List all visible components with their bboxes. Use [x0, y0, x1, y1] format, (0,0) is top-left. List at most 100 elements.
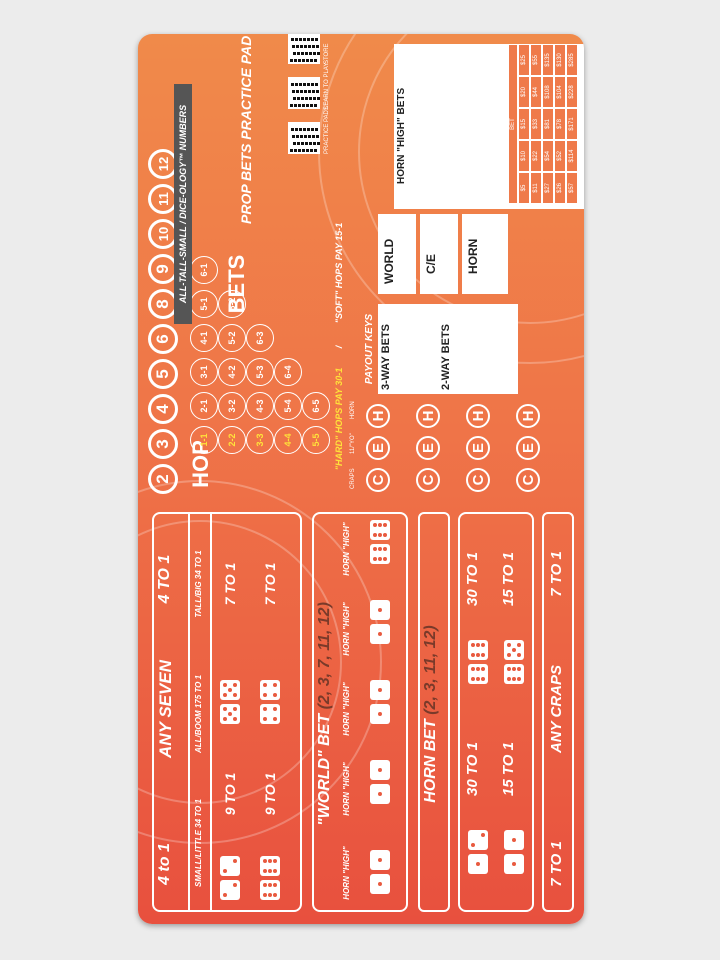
pip — [223, 869, 227, 873]
small-little-label: SMALL/LITTLE 34 TO 1 — [194, 799, 203, 887]
ceh-h-2[interactable]: H — [416, 404, 440, 428]
number-ring-5[interactable]: 5 — [148, 359, 178, 389]
ceh-h-1[interactable]: H — [366, 404, 390, 428]
table-cell: $57 — [566, 172, 578, 204]
table-cell: $81 — [542, 108, 554, 140]
fifteen-to-one-b: 15 TO 1 — [500, 552, 517, 606]
number-ring-6[interactable]: 6 — [148, 324, 178, 354]
hop-bet-6-1[interactable]: 6-1 — [190, 256, 218, 284]
die-face-6 — [370, 544, 390, 564]
table-cell: $11 — [530, 172, 542, 204]
horn-high-title: HORN "HIGH" BETS — [396, 87, 407, 184]
ceh-c-1[interactable]: C — [366, 468, 390, 492]
number-ring-4[interactable]: 4 — [148, 394, 178, 424]
pip — [268, 883, 272, 887]
qr-label: LEARN TO PLAY — [324, 62, 330, 109]
ceh-label-yo: 11/"YO" — [350, 433, 356, 454]
hop-bet-6-3[interactable]: 6-3 — [246, 324, 274, 352]
ce-title: C/E — [424, 253, 438, 274]
pip — [378, 547, 382, 551]
hop-bet-5-4[interactable]: 5-4 — [274, 392, 302, 420]
pip — [263, 869, 267, 873]
table-cell: $44 — [530, 76, 542, 108]
ceh-e-3[interactable]: E — [466, 436, 490, 460]
pip — [476, 677, 480, 681]
pip — [476, 653, 480, 657]
hop-bet-4-2[interactable]: 4-2 — [218, 358, 246, 386]
pip — [383, 557, 387, 561]
hop-bet-3-1[interactable]: 3-1 — [190, 358, 218, 386]
table-cell: $104 — [554, 76, 566, 108]
pip — [512, 648, 516, 652]
pip — [273, 883, 277, 887]
number-ring-2[interactable]: 2 — [148, 464, 178, 494]
pip — [273, 683, 277, 687]
pip — [378, 557, 382, 561]
die-face-1 — [504, 830, 524, 850]
pip — [263, 717, 267, 721]
qr-code[interactable] — [288, 122, 320, 154]
pip — [512, 838, 516, 842]
hop-bet-4-4[interactable]: 4-4 — [274, 426, 302, 454]
hop-bet-2-1[interactable]: 2-1 — [190, 392, 218, 420]
ceh-c-3[interactable]: C — [466, 468, 490, 492]
pip — [471, 843, 475, 847]
pip — [378, 712, 382, 716]
pip — [233, 683, 237, 687]
hop-bet-3-2[interactable]: 3-2 — [218, 392, 246, 420]
ceh-e-2[interactable]: E — [416, 436, 440, 460]
die-face-6 — [468, 640, 488, 660]
hop-bet-5-2[interactable]: 5-2 — [218, 324, 246, 352]
ceh-c-2[interactable]: C — [416, 468, 440, 492]
ceh-e-1[interactable]: E — [366, 436, 390, 460]
hop-bet-2-2[interactable]: 2-2 — [218, 426, 246, 454]
hop-bet-6-4[interactable]: 6-4 — [274, 358, 302, 386]
hop-bet-5-1[interactable]: 5-1 — [190, 290, 218, 318]
qr-code[interactable] — [288, 77, 320, 109]
hop-bet-3-3[interactable]: 3-3 — [246, 426, 274, 454]
pip — [481, 653, 485, 657]
hop-bet-4-1[interactable]: 4-1 — [190, 324, 218, 352]
thirty-to-one-a: 30 TO 1 — [464, 742, 481, 796]
table-cell: $228 — [566, 76, 578, 108]
die-face-2 — [220, 880, 240, 900]
world-bet-numbers: (2, 3, 7, 11, 12) — [316, 602, 333, 710]
die-face-1 — [370, 760, 390, 780]
table-cell: $25 — [518, 44, 530, 76]
qr-code[interactable] — [288, 34, 320, 64]
hard-hops-label: "HARD" HOPS PAY 30-1 — [334, 367, 344, 471]
ceh-e-4[interactable]: E — [516, 436, 540, 460]
die-face-1 — [370, 624, 390, 644]
pip — [263, 707, 267, 711]
pip — [517, 653, 521, 657]
table-cell: $27 — [542, 172, 554, 204]
table-cell: $108 — [542, 76, 554, 108]
pip — [268, 859, 272, 863]
horn-bet-label: HORN BET (2, 3, 11, 12) — [422, 564, 440, 864]
hop-bet-6-5[interactable]: 6-5 — [302, 392, 330, 420]
ceh-c-4[interactable]: C — [516, 468, 540, 492]
hop-bet-1-1[interactable]: 1-1 — [190, 426, 218, 454]
pip — [263, 859, 267, 863]
hop-bet-6-2[interactable]: 6-2 — [218, 290, 246, 318]
hop-bet-4-3[interactable]: 4-3 — [246, 392, 274, 420]
pip — [378, 608, 382, 612]
table-cell: $135 — [542, 44, 554, 76]
nine-to-one-b: 9 TO 1 — [262, 772, 278, 816]
horn-high-5: HORN "HIGH" — [342, 522, 351, 576]
pip — [268, 893, 272, 897]
ceh-h-4[interactable]: H — [516, 404, 540, 428]
table-cell: $22 — [530, 140, 542, 172]
die-face-1 — [370, 850, 390, 870]
pip — [223, 893, 227, 897]
hop-bet-5-3[interactable]: 5-3 — [246, 358, 274, 386]
pip — [507, 667, 511, 671]
number-ring-3[interactable]: 3 — [148, 429, 178, 459]
pip — [383, 547, 387, 551]
ceh-h-3[interactable]: H — [466, 404, 490, 428]
any-seven-label: ANY SEVEN — [156, 660, 175, 758]
pip — [378, 688, 382, 692]
die-face-1 — [370, 784, 390, 804]
hop-bet-5-5[interactable]: 5-5 — [302, 426, 330, 454]
pip — [481, 643, 485, 647]
